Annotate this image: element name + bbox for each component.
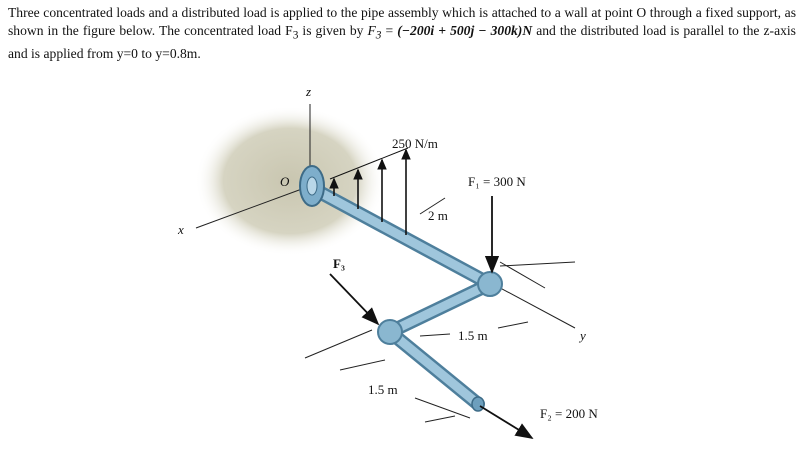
dimension-2m-label: 2 m: [428, 208, 448, 223]
problem-text-3: and the distributed load is parallel to …: [8, 23, 796, 61]
dimension-1-5m-upper-label: 1.5 m: [458, 328, 488, 343]
pipe-assembly-figure: z x y O 250 N/m F₁ = 300 N F₃ 2 m 1.5 m …: [0, 66, 804, 454]
equals-sign: =: [381, 23, 398, 38]
dimension-1-5m-lower-label: 1.5 m: [368, 382, 398, 397]
pipe: [305, 181, 503, 412]
x-axis-label: x: [178, 222, 184, 237]
distributed-load-label: 250 N/m: [392, 136, 438, 151]
f2-arrow: [479, 405, 534, 439]
point-o-label: O: [280, 174, 290, 189]
dimension-lines: [304, 197, 576, 423]
problem-statement: Three concentrated loads and a distribut…: [8, 4, 796, 63]
f3-label: F₃: [333, 256, 345, 271]
problem-text-1: Three concentrated loads and a distribut…: [8, 5, 796, 38]
f2-label: F₂ = 200 N: [540, 406, 598, 421]
z-axis-label: z: [306, 84, 312, 99]
x-axis-line: [195, 185, 311, 229]
wall-support: [195, 106, 385, 256]
vector-expression: (−200i + 500j − 300k)N: [397, 23, 533, 38]
f1-label: F₁ = 300 N: [468, 174, 526, 189]
problem-text-2: is given by: [298, 23, 368, 38]
figure-drawing: [195, 104, 576, 439]
f3-symbol: F3: [367, 23, 382, 42]
y-axis-label: y: [580, 328, 586, 343]
problem-paragraph: Three concentrated loads and a distribut…: [8, 4, 796, 63]
f3-subscript: 3: [292, 29, 299, 42]
f3-arrow: [329, 273, 380, 326]
distributed-load-arrows: [329, 147, 411, 235]
